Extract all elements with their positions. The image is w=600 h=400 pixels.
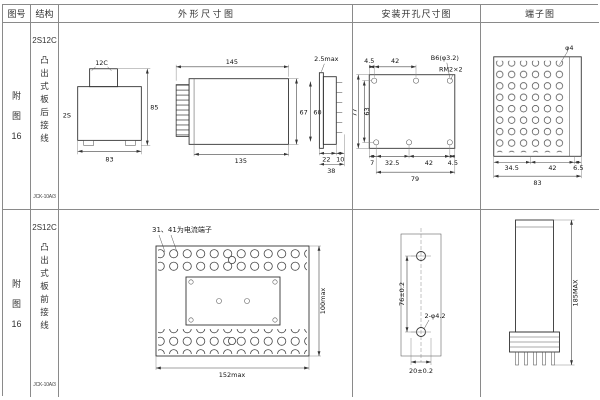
dim-term-83: 83 (533, 179, 541, 187)
header-terminal: 端子图 (481, 5, 599, 23)
header-terminal-label: 端子图 (524, 9, 555, 19)
outline-drawing-r2: 31、41为电流端子 (152, 225, 327, 379)
outline-drawing-r1: 12C 2S 85 83 145 (63, 55, 345, 175)
dim-height-85: 85 (150, 104, 158, 112)
mounting-r2: 76±0.2 2-φ4.2 20±0.2 (398, 228, 446, 375)
terminal-drawing-r1: φ4 34.5 42 6.5 83 (493, 44, 583, 187)
dim-hole-phi4: φ4 (565, 44, 573, 52)
dim-depth-22: 22 (322, 155, 330, 163)
dim-front-135: 135 (235, 157, 247, 165)
dim-bot-325: 32.5 (385, 159, 399, 167)
outline-cell-r1: 12C 2S 85 83 145 (59, 23, 353, 210)
dim-100max: 100max (319, 288, 327, 315)
dim-case-2s: 2S (63, 111, 71, 119)
dim-152max: 152max (219, 371, 246, 379)
front-view: 145 135 67 60 (175, 58, 322, 165)
dim-top-45: 4.5 (364, 57, 374, 65)
dim-top-42: 42 (391, 57, 399, 65)
outline-cell-r2: 31、41为电流端子 (59, 210, 353, 397)
front-wiring-view: 31、41为电流端子 (152, 225, 327, 379)
terminal-cell-r1: φ4 34.5 42 6.5 83 (481, 23, 599, 210)
header-structure-label: 结构 (35, 9, 54, 19)
header-mounting-label: 安装开孔尺寸图 (381, 9, 452, 19)
mounting-r1: 4.5 42 B6(φ3.2) RM2×2 77 63 (353, 54, 463, 183)
label-hole-b6: B6(φ3.2) (431, 54, 459, 62)
dim-term-345: 34.5 (504, 164, 518, 172)
dim-depth-10: 10 (336, 155, 344, 163)
dim-bot-42: 42 (425, 159, 433, 167)
current-terminal-note: 31、41为电流端子 (152, 225, 212, 234)
dim-left-63: 63 (363, 107, 371, 115)
structure-cell-r2: 2S12C 凸出式板前接线 JCK-10A/3 (31, 210, 59, 397)
dim-front-145: 145 (226, 58, 238, 66)
structure-cell-r1: 2S12C 凸出式板后接线 JCK-10A/3 (31, 23, 59, 210)
mounting-cell-r2: 76±0.2 2-φ4.2 20±0.2 (353, 210, 481, 397)
spec-table: 图号 结构 外 形 尺 寸 图 安装开孔尺寸图 端子图 附图16 2S12C 凸… (2, 4, 599, 397)
header-figure-no-label: 图号 (7, 9, 26, 19)
dim-185max: 185MAX (572, 279, 580, 306)
figure-no-r2: 附图16 (11, 278, 22, 329)
dim-bot-7: 7 (370, 159, 374, 167)
terminal-drawing-r2: 185MAX (509, 219, 580, 366)
dim-left-77: 77 (353, 108, 358, 116)
terminal-r1: φ4 34.5 42 6.5 83 (493, 44, 583, 187)
dim-76: 76±0.2 (398, 282, 406, 306)
model-r2: 2S12C (32, 223, 57, 232)
header-outline-label: 外 形 尺 寸 图 (177, 9, 233, 19)
dim-20: 20±0.2 (409, 367, 433, 375)
top-view: 12C 2S 85 83 (63, 59, 159, 163)
header-mounting: 安装开孔尺寸图 (353, 5, 481, 23)
dim-front-67: 67 (299, 109, 307, 117)
dim-width-83: 83 (105, 155, 113, 163)
header-outline: 外 形 尺 寸 图 (59, 5, 353, 23)
label-screw-rm2: RM2×2 (439, 66, 463, 74)
mounting-drawing-r2: 76±0.2 2-φ4.2 20±0.2 (398, 228, 446, 375)
relay-type-r1: JCK-10A/3 (33, 194, 56, 200)
dim-term-65: 6.5 (573, 164, 583, 172)
dim-gap-25max: 2.5max (314, 55, 339, 63)
dim-depth-38: 38 (327, 167, 335, 175)
dim-term-42: 42 (548, 164, 556, 172)
mounting-drawing-r1: 4.5 42 B6(φ3.2) RM2×2 77 63 (353, 54, 463, 183)
model-r1: 2S12C (32, 36, 57, 45)
dim-front-60: 60 (313, 109, 321, 117)
dim-bot-79: 79 (411, 175, 419, 183)
mounting-cell-r1: 4.5 42 B6(φ3.2) RM2×2 77 63 (353, 23, 481, 210)
figure-no-r1: 附图16 (11, 91, 22, 141)
terminal-cell-r2: 185MAX (481, 210, 599, 397)
figure-no-cell-r1: 附图16 (3, 23, 31, 210)
side-view: 2.5max 22 10 (314, 55, 345, 175)
dim-bot-45: 4.5 (448, 159, 458, 167)
structure-desc-r2: 凸出式板前接线 (40, 242, 49, 330)
header-structure: 结构 (31, 5, 59, 23)
terminal-side-view: 185MAX (509, 219, 580, 366)
structure-desc-r1: 凸出式板后接线 (40, 55, 49, 143)
relay-type-r2: JCK-10A/3 (33, 382, 56, 388)
header-figure-no: 图号 (3, 5, 31, 23)
label-2-phi42: 2-φ4.2 (424, 312, 445, 320)
figure-no-cell-r2: 附图16 (3, 210, 31, 397)
dim-conn-12c: 12C (95, 59, 108, 67)
